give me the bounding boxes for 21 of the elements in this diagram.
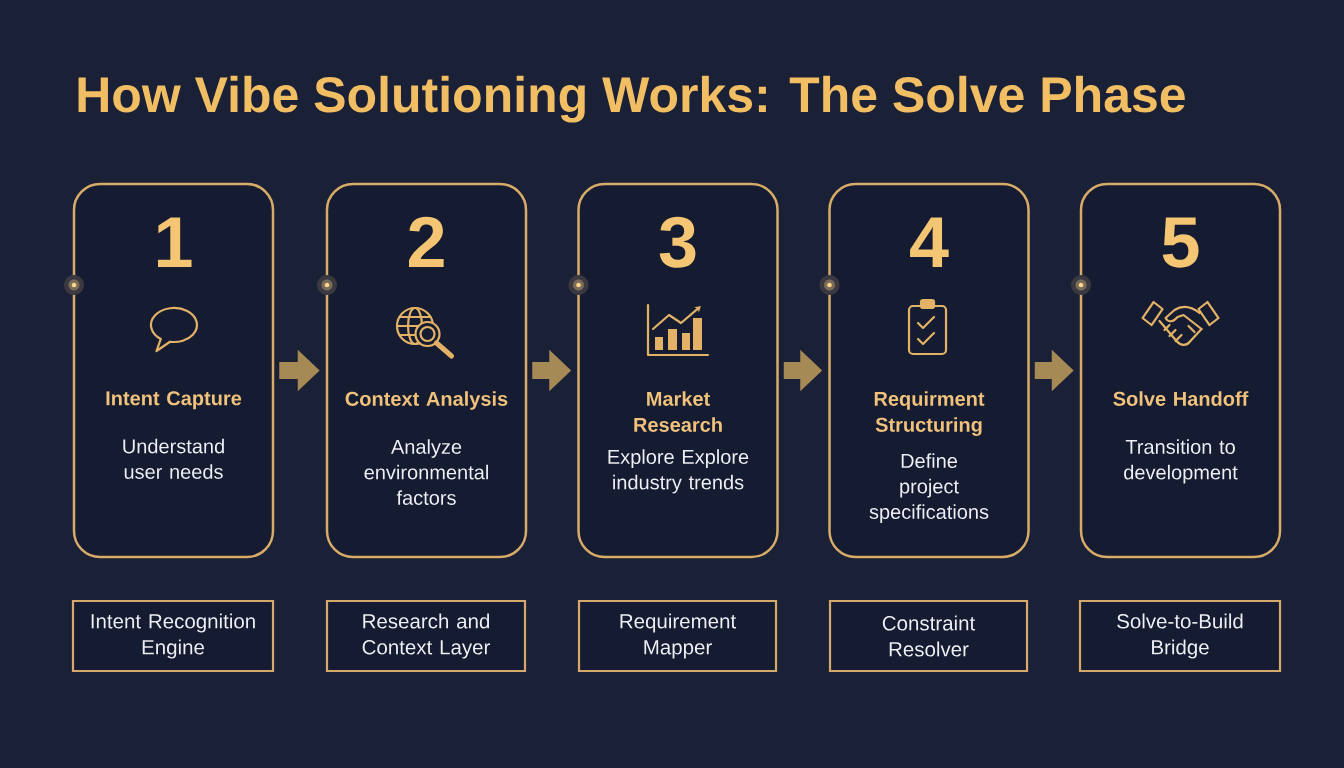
step-description: Transition to development: [1124, 439, 1238, 484]
step-number: 4: [910, 217, 949, 267]
step-description: Explore Explore industry trends: [608, 449, 749, 494]
step-title: Solve Handoff: [1113, 391, 1249, 406]
step-number: 2: [409, 216, 444, 267]
component-box: Constraint Resolver: [828, 599, 1029, 673]
step-number: 1: [158, 217, 192, 267]
step-number: 5: [1162, 217, 1199, 268]
component-box: Requirement Mapper: [577, 599, 778, 673]
component-box: Solve-to-Build Bridge: [1078, 599, 1282, 673]
title: How Vibe Solutioning Works: The Solve Phase: [78, 75, 1185, 123]
step-title: Intent Capture: [106, 391, 242, 410]
step-description: Analyze environmental factors: [364, 439, 488, 505]
step-number: 3: [659, 216, 696, 268]
step-description: Understand user needs: [123, 438, 224, 479]
step-title: Context Analysis: [345, 391, 508, 410]
step-title: Market Research: [634, 391, 722, 432]
step-description: Define project specifications: [869, 453, 989, 523]
component-box: Intent Recognition Engine: [71, 599, 275, 673]
component-box: Research and Context Layer: [325, 599, 527, 673]
step-title: Requirment Structuring: [874, 391, 985, 436]
